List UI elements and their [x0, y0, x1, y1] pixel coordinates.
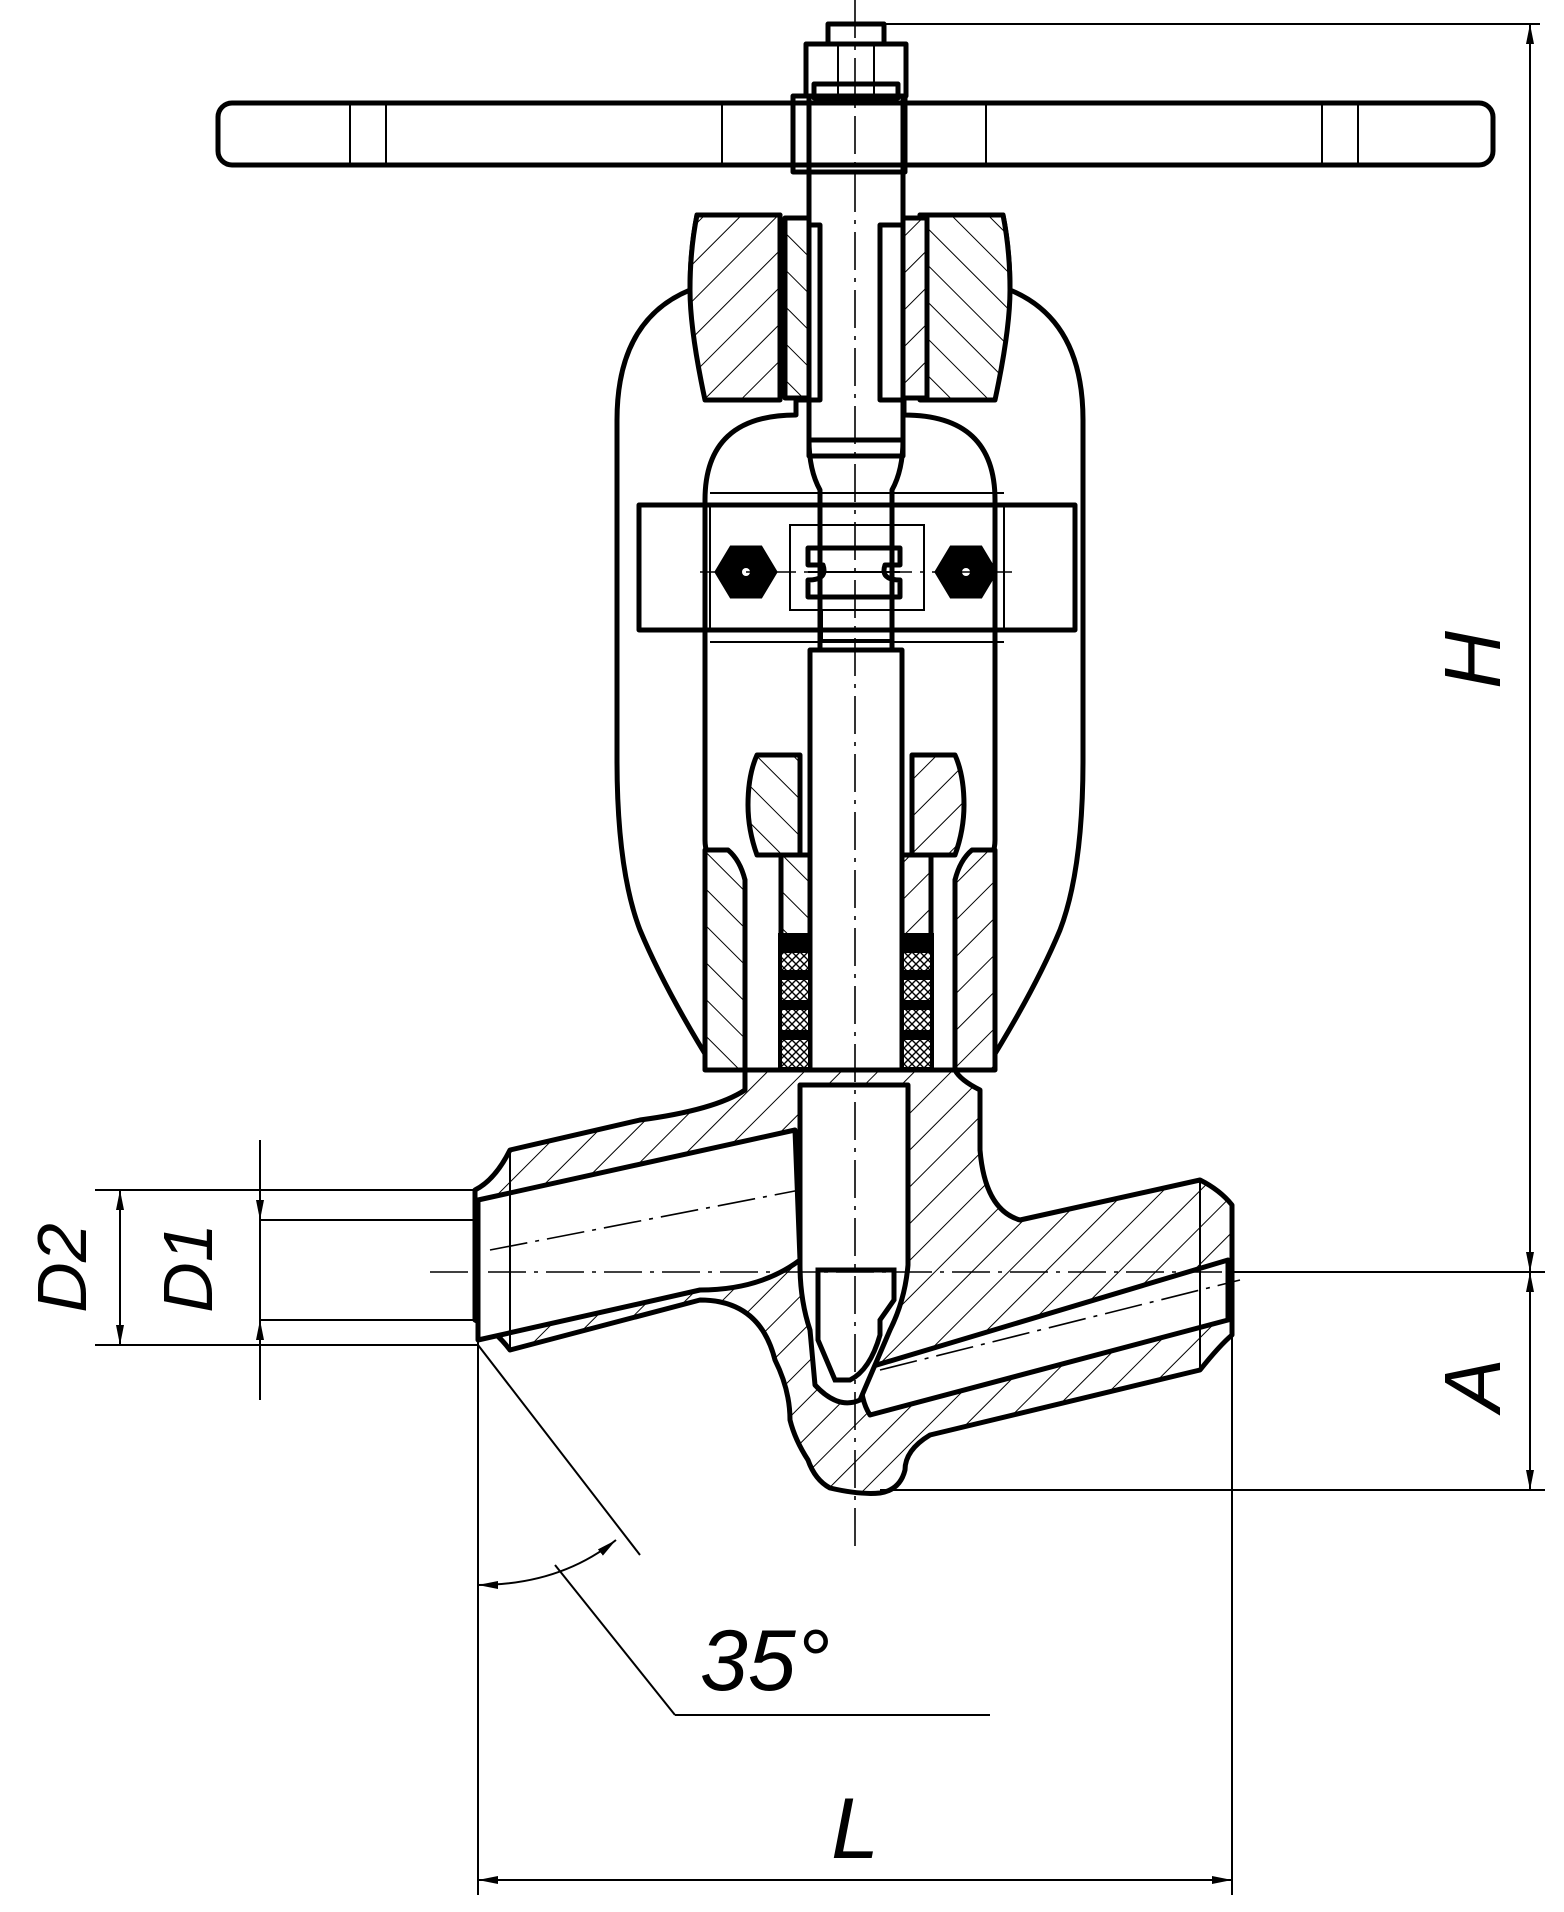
valve-body: [472, 1067, 1235, 1496]
gland-nut: [745, 752, 967, 858]
dim-D2-D1: D2 D1: [23, 1140, 478, 1400]
coupling-clamp: [636, 492, 1078, 643]
packing-gland: [778, 852, 934, 1087]
label-L: L: [831, 1781, 879, 1877]
yoke: [614, 212, 1086, 1073]
dim-H: H: [880, 23, 1540, 1272]
stem-bushing: [782, 215, 930, 401]
dim-L: L: [477, 1335, 1233, 1895]
dim-A: A: [880, 1271, 1545, 1491]
label-D1: D1: [149, 1223, 227, 1312]
label-A: A: [1428, 1358, 1517, 1415]
dim-angle: 35°: [477, 1340, 990, 1716]
center-lines: [430, 0, 1260, 1550]
label-angle: 35°: [700, 1613, 830, 1709]
stem-nut: [803, 21, 909, 101]
label-H: H: [1428, 631, 1517, 689]
label-D2: D2: [23, 1223, 101, 1312]
